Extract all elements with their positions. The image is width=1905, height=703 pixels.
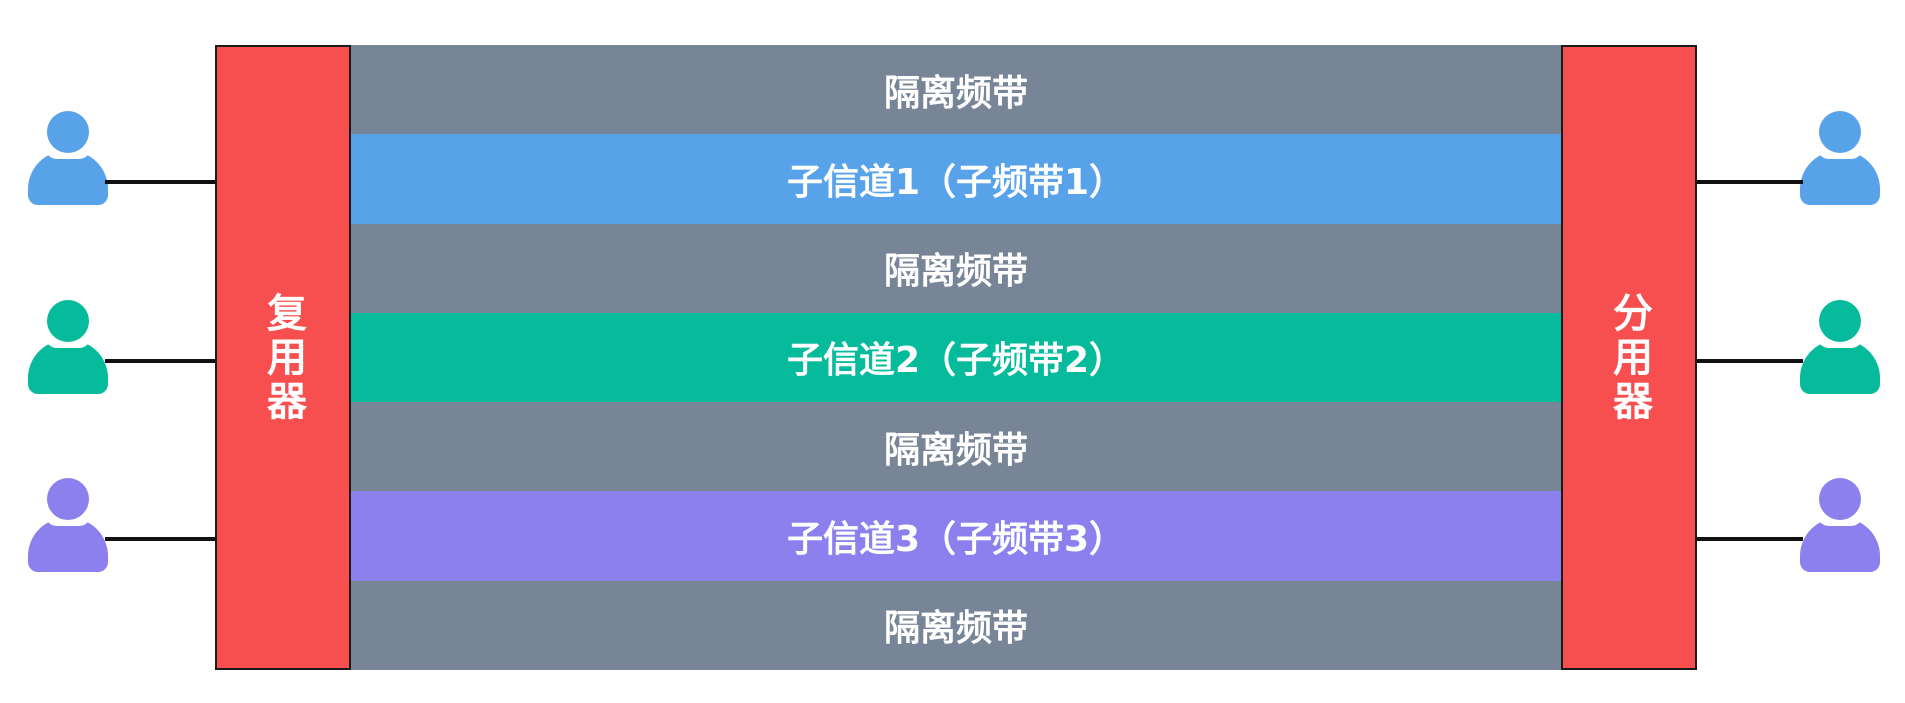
- sender-user-icon-1: [28, 111, 108, 211]
- user-head: [47, 111, 89, 153]
- connector-line: [1697, 180, 1803, 184]
- user-body: [28, 518, 108, 572]
- connector-line: [1697, 537, 1803, 541]
- user-head: [47, 300, 89, 342]
- band-label: 隔离频带: [883, 251, 1028, 293]
- band-label: 子信道2（子频带2）: [786, 340, 1126, 382]
- sender-user-icon-2: [28, 300, 108, 400]
- band-label: 子信道3（子频带3）: [786, 519, 1126, 561]
- connector-line: [105, 537, 215, 541]
- receiver-user-icon-3: [1800, 478, 1880, 578]
- guard-band-4: 隔离频带: [351, 580, 1561, 670]
- user-head: [1819, 478, 1861, 520]
- subchannel-2: 子信道2（子频带2）: [351, 312, 1561, 403]
- subchannel-3: 子信道3（子频带3）: [351, 491, 1561, 581]
- frequency-bands: 隔离频带 子信道1（子频带1） 隔离频带 子信道2（子频带2） 隔离频带 子信道…: [351, 45, 1561, 670]
- receiver-user-icon-1: [1800, 111, 1880, 211]
- multiplexer-box: 复用器: [215, 45, 351, 670]
- user-head: [47, 478, 89, 520]
- demultiplexer-label: 分用器: [1606, 291, 1652, 424]
- connector-line: [1697, 359, 1803, 363]
- band-label: 隔离频带: [883, 608, 1028, 650]
- user-body: [1800, 340, 1880, 394]
- user-head: [1819, 111, 1861, 153]
- band-label: 隔离频带: [883, 429, 1028, 471]
- demultiplexer-box: 分用器: [1561, 45, 1697, 670]
- guard-band-1: 隔离频带: [351, 45, 1561, 135]
- multiplexer-label: 复用器: [260, 291, 306, 424]
- guard-band-3: 隔离频带: [351, 402, 1561, 492]
- user-body: [1800, 151, 1880, 205]
- user-body: [28, 151, 108, 205]
- subchannel-1: 子信道1（子频带1）: [351, 134, 1561, 224]
- connector-line: [105, 359, 215, 363]
- user-body: [28, 340, 108, 394]
- user-head: [1819, 300, 1861, 342]
- receiver-user-icon-2: [1800, 300, 1880, 400]
- guard-band-2: 隔离频带: [351, 223, 1561, 313]
- sender-user-icon-3: [28, 478, 108, 578]
- band-label: 隔离频带: [883, 72, 1028, 114]
- user-body: [1800, 518, 1880, 572]
- band-label: 子信道1（子频带1）: [786, 161, 1126, 203]
- connector-line: [105, 180, 215, 184]
